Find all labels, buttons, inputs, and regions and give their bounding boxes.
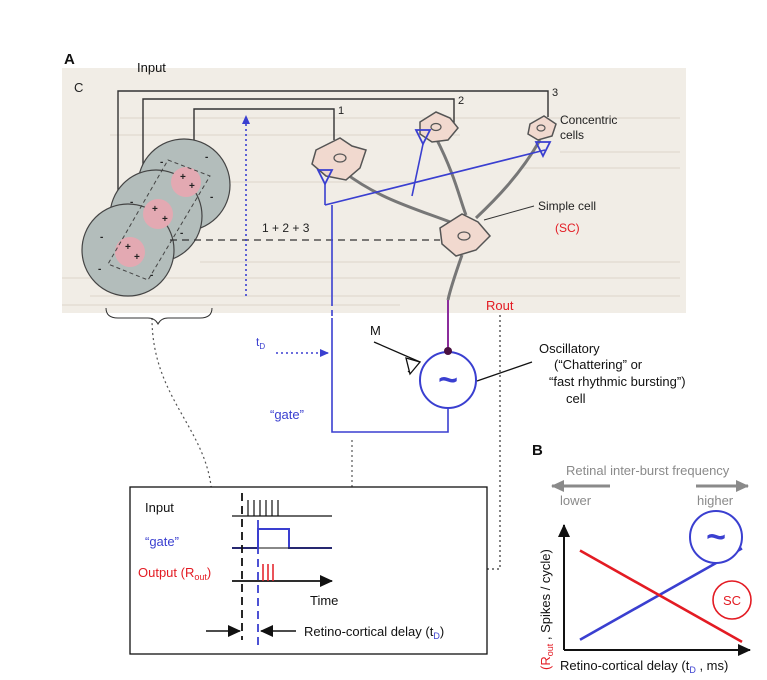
brace (105, 307, 213, 326)
receptive-field-center-1 (115, 237, 145, 267)
cell-number-3: 3 (552, 87, 558, 99)
panel-b: B Retinal inter-burst frequency lower hi… (532, 442, 752, 675)
concentric-cells-label-line1: Concentric (560, 113, 617, 127)
oscillatory-legend-tilde-icon: ~ (706, 518, 726, 556)
simple-cell-label: Simple cell (538, 199, 596, 213)
timing-diagram: Input “gate” Output (Rout) Time Retino-c… (129, 486, 488, 655)
simple-cell-abbrev-label: (SC) (555, 221, 580, 235)
simple-cell-series-line (579, 549, 743, 643)
synapse-dot (444, 347, 452, 355)
concentric-to-simple-projections (324, 143, 546, 300)
plus-sign: + (134, 252, 140, 263)
timing-output-label: Output (Rout) (138, 565, 211, 582)
panel-a-label: A (64, 51, 75, 68)
minus-sign: - (180, 228, 183, 239)
summation-label: 1 + 2 + 3 (262, 221, 310, 235)
minus-sign: - (100, 232, 103, 243)
receptive-field-signs: + + + + + + - - - - - - - - (98, 152, 213, 281)
output-spikes (262, 564, 274, 581)
panel-b-label: B (532, 442, 543, 459)
concentric-cell-2 (414, 111, 459, 147)
gate-circuit: Rout tD “gate” ~ M Oscillatory (“Chatter… (105, 115, 686, 573)
oscillatory-pointer (476, 361, 533, 382)
oscillatory-tilde-icon: ~ (438, 361, 458, 399)
concentric-cell-1 (311, 137, 367, 187)
cell-number-2: 2 (458, 95, 464, 107)
input-dotted-connector (151, 317, 216, 499)
bar-stimulus-outline (107, 159, 211, 281)
oscillatory-label-line3: “fast rhythmic bursting”) (549, 374, 686, 389)
panel-corner-label: C (74, 80, 83, 95)
sc-legend-circle (712, 580, 752, 620)
m-synapse-terminal (405, 357, 422, 376)
timing-gate-label: “gate” (145, 534, 179, 549)
minus-sign: - (130, 197, 133, 208)
gate-label: “gate” (270, 407, 304, 422)
synapse-terminal-1 (316, 169, 334, 187)
delay-label: Retino-cortical delay (tD) (304, 624, 444, 641)
neuron-axons (343, 137, 542, 301)
minus-sign: - (210, 192, 213, 203)
oscillatory-legend-circle (689, 510, 743, 564)
concentric-cell-3 (527, 115, 557, 159)
simple-cell-pointer (483, 205, 535, 221)
plus-sign: + (162, 214, 168, 225)
synapse-terminal-3 (534, 141, 552, 159)
plus-sign: + (189, 181, 195, 192)
frequency-title: Retinal inter-burst frequency (566, 463, 730, 478)
gate-loop (331, 318, 449, 433)
rout-label: Rout (486, 298, 514, 313)
synapse-terminal-2 (414, 129, 432, 147)
y-axis-label: (Rout , Spikes / cycle) (538, 549, 555, 670)
scan-texture (62, 117, 680, 306)
sc-legend-label: SC (723, 593, 741, 608)
plus-sign: + (152, 204, 158, 215)
timing-box-frame (129, 486, 488, 655)
timing-input-label: Input (145, 500, 174, 515)
receptive-fields (81, 138, 231, 297)
oscillatory-label-line4: cell (566, 391, 586, 406)
minus-sign: - (205, 152, 208, 163)
simple-cell (439, 213, 492, 257)
oscillatory-label-line1: Oscillatory (539, 341, 600, 356)
plus-sign: + (125, 242, 131, 253)
time-axis-label: Time (310, 593, 338, 608)
receptive-field-center-3 (171, 167, 201, 197)
panel-a: A C Input 1 2 3 + + + + + + - (62, 51, 686, 313)
concentric-cells-label-line2: cells (560, 128, 584, 142)
minus-sign: - (160, 157, 163, 168)
x-axis-label: Retino-cortical delay (tD , ms) (560, 658, 728, 675)
minus-sign: - (98, 264, 101, 275)
lower-label: lower (560, 493, 592, 508)
input-label: Input (137, 60, 166, 75)
input-spikes (247, 500, 279, 516)
td-label: tD (256, 335, 265, 351)
oscillatory-label-line2: (“Chattering” or (554, 357, 643, 372)
minus-sign: - (150, 270, 153, 281)
plus-sign: + (180, 172, 186, 183)
higher-label: higher (697, 493, 734, 508)
receptive-field-center-2 (143, 199, 173, 229)
m-label: M (370, 323, 381, 338)
input-wiring (117, 90, 549, 250)
m-input-line-1 (373, 341, 421, 363)
cell-number-1: 1 (338, 105, 344, 117)
